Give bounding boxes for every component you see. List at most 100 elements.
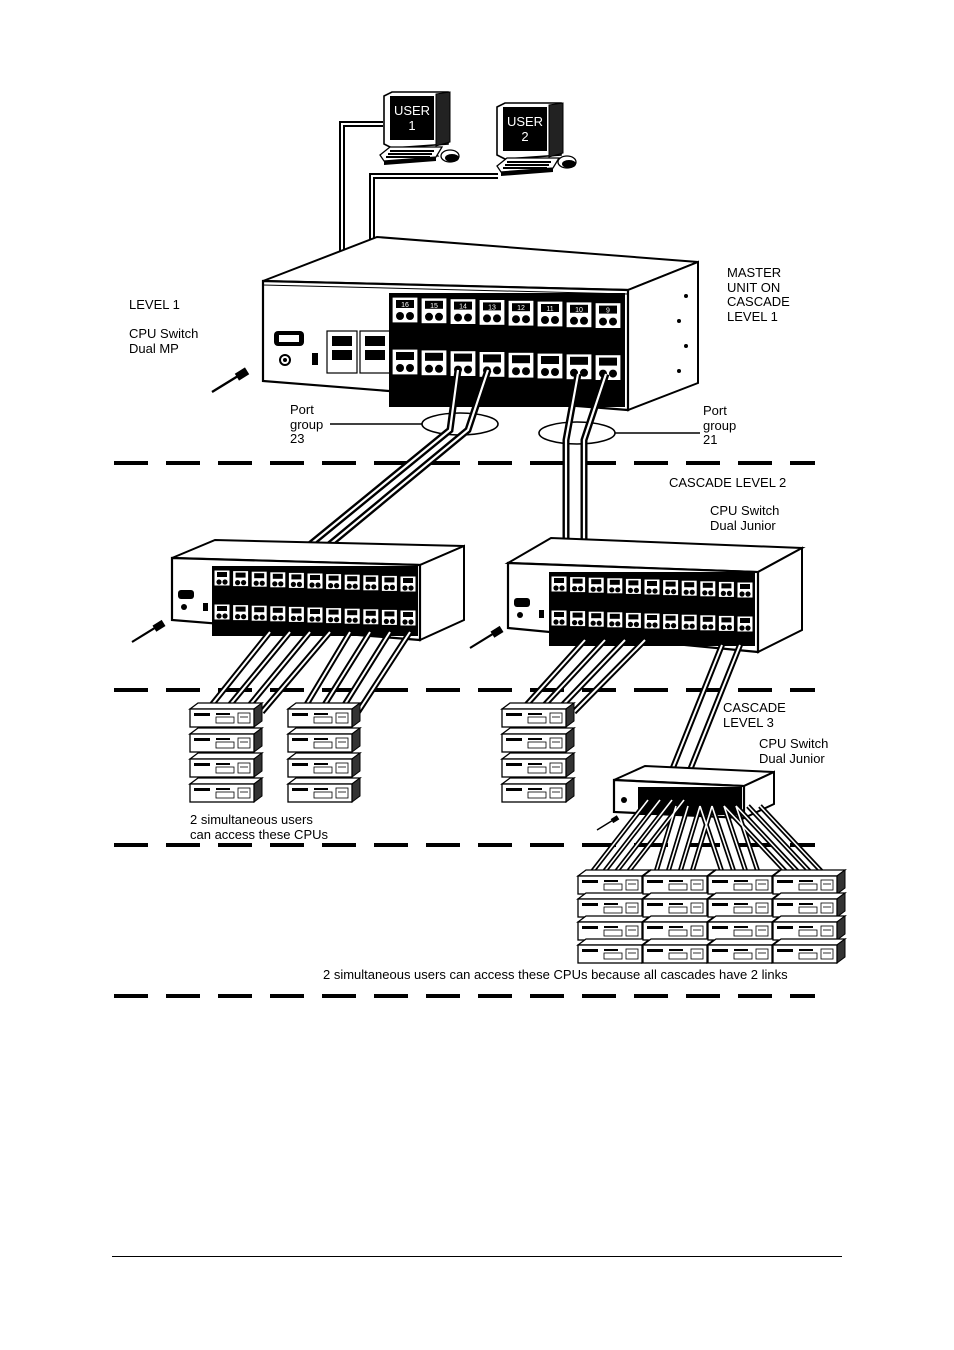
users-note-level2: 2 simultaneous users can access these CP… [190, 812, 329, 842]
cpu-switch-dual-junior-l3-label: CPU Switch Dual Junior [759, 736, 829, 766]
switch-port [232, 570, 250, 588]
switch-port [362, 574, 380, 592]
switch-port [569, 610, 587, 628]
user-1-workstation: USER 1 [379, 91, 460, 166]
switch-port [699, 614, 717, 632]
master-port [391, 348, 419, 376]
switch-port [269, 605, 287, 623]
master-port [478, 298, 506, 326]
switch-port [587, 576, 605, 594]
switch-port [624, 577, 642, 595]
cascade-level-2-label: CASCADE LEVEL 2 [669, 475, 787, 490]
master-port [565, 301, 593, 329]
master-port [536, 300, 564, 328]
level3-power-plug [596, 814, 621, 831]
level2-right-switch [504, 536, 806, 654]
users-note-level3: 2 simultaneous users can access these CP… [323, 967, 788, 982]
cpu-stack-level2-a [189, 702, 263, 803]
switch-port [213, 569, 231, 587]
master-port [594, 302, 622, 330]
user-2-workstation: USER 2 [496, 102, 577, 177]
master-port-number: 11 [546, 306, 553, 313]
switch-port [287, 571, 305, 589]
switch-port [325, 573, 343, 591]
switch-port [680, 613, 698, 631]
switch-port [606, 611, 624, 629]
cpu-switch-dual-junior-l2-label: CPU Switch Dual Junior [710, 503, 780, 533]
master-port-number: 9 [606, 308, 610, 315]
master-port [507, 351, 535, 379]
switch-port [325, 607, 343, 625]
switch-port [736, 615, 754, 633]
switch-port [624, 611, 642, 629]
switch-port [399, 575, 417, 593]
master-unit-cpu-switch-dual-mp: 16 15 14 13 12 11 10 9 [261, 235, 699, 412]
switch-port [550, 575, 568, 593]
switch-port [343, 607, 361, 625]
port-group-23-label: Port group 23 [290, 402, 324, 446]
master-port [449, 350, 477, 378]
master-port [507, 299, 535, 327]
level-1-label: LEVEL 1 [129, 297, 180, 312]
cpu-stack-level3-c [707, 869, 781, 964]
footer-rule [112, 1256, 842, 1257]
switch-port [269, 571, 287, 589]
master-port-number: 16 [401, 302, 409, 309]
level2-right-power-plug [468, 624, 505, 650]
cpu-switch-dual-mp-label: CPU Switch Dual MP [129, 326, 199, 356]
master-port-grid: 16 15 14 13 12 11 10 9 [391, 296, 622, 382]
switch-port [662, 579, 680, 597]
master-port [391, 296, 419, 324]
switch-port [699, 580, 717, 598]
port-group-markers [330, 412, 700, 445]
switch-port [643, 612, 661, 630]
switch-port [399, 609, 417, 627]
switch-port [717, 614, 735, 632]
switch-port [717, 580, 735, 598]
cpu-stack-level2-b [287, 702, 361, 803]
master-port [536, 352, 564, 380]
master-port [478, 350, 506, 378]
port-group-21-label: Port group 21 [703, 403, 737, 447]
switch-port [287, 605, 305, 623]
switch-port [306, 606, 324, 624]
switch-port [680, 579, 698, 597]
switch-port [250, 604, 268, 622]
user-1-screen-line2: 1 [408, 118, 415, 133]
switch-port [569, 576, 587, 594]
switch-port [662, 613, 680, 631]
cascade-level-3-label: CASCADE LEVEL 3 [723, 700, 786, 730]
master-port [420, 349, 448, 377]
cpu-stack-level2-c [501, 702, 575, 803]
cpu-stack-level3-a [577, 869, 651, 964]
master-unit-label: MASTER UNIT ON CASCADE LEVEL 1 [727, 265, 790, 324]
switch-port [380, 574, 398, 592]
user-1-screen-line1: USER [394, 103, 430, 118]
cpu-stack-level3-d [772, 869, 846, 964]
master-port [449, 298, 477, 326]
level2-left-power-plug [130, 618, 167, 644]
switch-port [606, 577, 624, 595]
master-port [420, 297, 448, 325]
switch-port [232, 604, 250, 622]
switch-port [362, 608, 380, 626]
master-port-number: 15 [430, 303, 438, 310]
switch-port [306, 572, 324, 590]
switch-port [550, 609, 568, 627]
master-power-plug [210, 366, 251, 394]
switch-port [343, 573, 361, 591]
switch-port [380, 608, 398, 626]
master-port-number: 13 [488, 304, 496, 311]
switch-port [250, 570, 268, 588]
cpu-stack-level3-b [642, 869, 716, 964]
user-2-screen-line2: 2 [521, 129, 528, 144]
master-port-number: 14 [459, 304, 467, 311]
master-port-number: 12 [517, 305, 525, 312]
switch-port [213, 603, 231, 621]
switch-port [587, 610, 605, 628]
switch-port [643, 578, 661, 596]
user-2-screen-line1: USER [507, 114, 543, 129]
level2-left-switch [170, 538, 465, 642]
master-port-number: 10 [575, 307, 583, 314]
